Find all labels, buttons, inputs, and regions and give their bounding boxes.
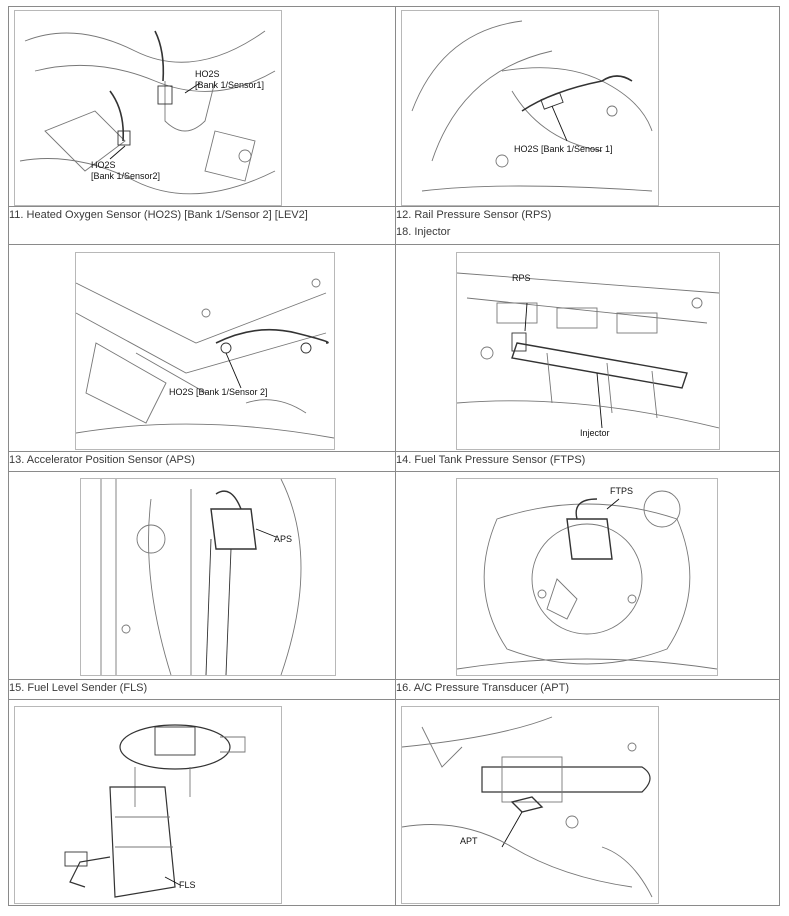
- callout-apt: APT: [460, 836, 478, 846]
- apt-illustration: [401, 706, 659, 904]
- caption-cell: 15. Fuel Level Sender (FLS): [8, 679, 396, 700]
- image-row: APS FTPS: [8, 471, 780, 680]
- ho2s-sensor1-sensor2-illustration: [14, 10, 282, 206]
- aps-illustration: [80, 478, 336, 676]
- callout-ho2s-1: HO2S: [195, 69, 220, 79]
- callout-injector: Injector: [580, 428, 610, 438]
- caption-row: 15. Fuel Level Sender (FLS) 16. A/C Pres…: [8, 679, 780, 700]
- component-location-table: HO2S [Bank 1/Sensor1] HO2S [Bank 1/Senso…: [8, 6, 780, 906]
- callout-aps: APS: [274, 534, 293, 544]
- caption-aps: 13. Accelerator Position Sensor (APS): [9, 454, 195, 466]
- callout-ftps: FTPS: [610, 486, 634, 496]
- fls-illustration: [14, 706, 282, 904]
- ho2s-bank1-sensor2-illustration: [75, 252, 335, 450]
- callout-ho2s-bank1-sensor2-row3: HO2S [Bank 1/Sensor 2]: [169, 387, 268, 397]
- image-row: FLS APT: [8, 699, 780, 906]
- caption-ftps: 14. Fuel Tank Pressure Sensor (FTPS): [396, 454, 586, 466]
- image-cell: FLS: [8, 699, 396, 906]
- callout-ho2s-bank1-sensor1: HO2S [Bank 1/Senosr 1]: [514, 144, 613, 154]
- rps-injector-illustration: [456, 252, 720, 450]
- caption-row: 11. Heated Oxygen Sensor (HO2S) [Bank 1/…: [8, 206, 780, 245]
- image-cell: RPS Injector: [395, 244, 780, 452]
- image-cell: APT: [395, 699, 780, 906]
- image-cell: HO2S [Bank 1/Senosr 1]: [395, 6, 780, 207]
- image-cell: HO2S [Bank 1/Sensor 2]: [8, 244, 396, 452]
- image-cell: FTPS: [395, 471, 780, 680]
- caption-injector: 18. Injector: [396, 226, 451, 238]
- caption-ho2s-bank1-sensor2: 11. Heated Oxygen Sensor (HO2S) [Bank 1/…: [9, 209, 308, 221]
- caption-cell: 11. Heated Oxygen Sensor (HO2S) [Bank 1/…: [8, 206, 396, 245]
- callout-bank1-sensor1: [Bank 1/Sensor1]: [195, 80, 265, 90]
- image-cell: HO2S [Bank 1/Sensor1] HO2S [Bank 1/Senso…: [8, 6, 396, 207]
- caption-cell: 16. A/C Pressure Transducer (APT): [395, 679, 780, 700]
- image-row: HO2S [Bank 1/Sensor 2]: [8, 244, 780, 452]
- image-cell: APS: [8, 471, 396, 680]
- callout-rps: RPS: [512, 273, 531, 283]
- caption-rail-pressure-sensor: 12. Rail Pressure Sensor (RPS): [396, 209, 552, 221]
- caption-fls: 15. Fuel Level Sender (FLS): [9, 682, 148, 694]
- image-row: HO2S [Bank 1/Sensor1] HO2S [Bank 1/Senso…: [8, 6, 780, 207]
- caption-apt: 16. A/C Pressure Transducer (APT): [396, 682, 570, 694]
- callout-ho2s-2: HO2S: [91, 160, 116, 170]
- caption-cell: 12. Rail Pressure Sensor (RPS) 18. Injec…: [395, 206, 780, 245]
- ho2s-bank1-sensor1-illustration: [401, 10, 659, 206]
- ftps-illustration: [456, 478, 718, 676]
- caption-row: 13. Accelerator Position Sensor (APS) 14…: [8, 451, 780, 472]
- caption-cell: 13. Accelerator Position Sensor (APS): [8, 451, 396, 472]
- caption-cell: 14. Fuel Tank Pressure Sensor (FTPS): [395, 451, 780, 472]
- callout-bank1-sensor2: [Bank 1/Sensor2]: [91, 171, 161, 181]
- callout-fls: FLS: [179, 880, 196, 890]
